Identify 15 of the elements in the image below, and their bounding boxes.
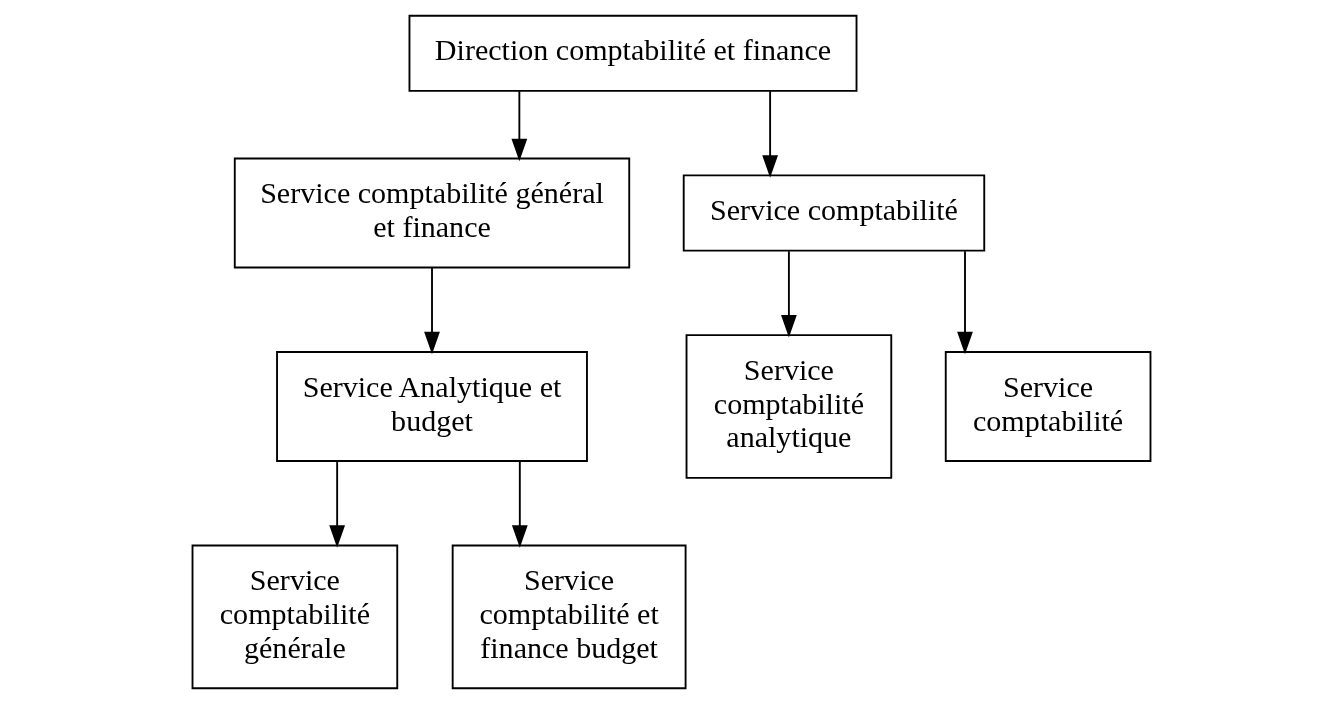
- arrow: [328, 460, 345, 548]
- arrow: [956, 250, 973, 355]
- node-box: Service comptabilité générale: [191, 544, 398, 690]
- node-box: Service comptabilité: [944, 351, 1151, 462]
- arrow: [511, 460, 528, 548]
- arrow: [780, 250, 797, 338]
- node-box: Service Analytique et budget: [275, 351, 588, 462]
- node-box: Direction comptabilité et finance: [408, 14, 857, 92]
- node-box: Service comptabilité et finance budget: [451, 544, 687, 690]
- node-box: Service comptabilité: [682, 174, 985, 252]
- node-box: Service comptabilité général et finance: [233, 157, 630, 269]
- arrow: [423, 267, 440, 355]
- arrow: [761, 90, 778, 178]
- arrow: [510, 90, 527, 162]
- node-box: Service comptabilité analytique: [685, 334, 892, 479]
